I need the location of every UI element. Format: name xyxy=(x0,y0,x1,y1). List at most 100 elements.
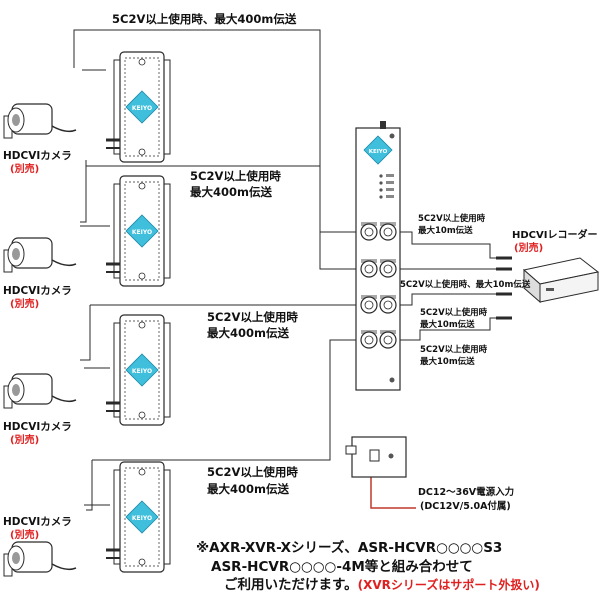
psu-cable-end xyxy=(345,445,357,455)
run-label-2-line2: 最大400m伝送 xyxy=(190,185,272,199)
short-run-1 xyxy=(396,231,510,259)
short-run-4-line2: 最大10m伝送 xyxy=(420,357,475,367)
transmitter-4: KEIYO xyxy=(106,461,171,573)
run-label-4-line1: 5C2V以上使用時 xyxy=(207,465,298,479)
cable-run-4-down xyxy=(86,460,93,511)
power-supply-unit xyxy=(345,436,407,478)
bnc-port-inner xyxy=(364,300,374,310)
short-run-1-line1: 5C2V以上使用時 xyxy=(418,214,486,224)
keiyo-logo-icon xyxy=(125,214,159,248)
short-run-1-line2: 最大10m伝送 xyxy=(418,226,473,236)
top-run-label: 5C2V以上使用時、最大400m伝送 xyxy=(112,12,297,26)
camera-2-name: HDCVIカメラ xyxy=(3,285,72,297)
screw-hole xyxy=(138,321,146,329)
led-label-mark xyxy=(386,181,394,184)
power-label-line1: DC12～36V電源入力 xyxy=(418,487,515,498)
camera-3 xyxy=(3,373,77,409)
bnc-port-inner xyxy=(383,300,393,310)
cable-run-3-down xyxy=(80,305,91,361)
keiyo-logo-icon xyxy=(125,500,159,534)
transmitter-inner xyxy=(124,320,160,420)
hub-screw-icon xyxy=(389,133,395,139)
screw-hole xyxy=(138,272,146,280)
bnc-port-inner xyxy=(364,335,374,345)
camera-lens-glass xyxy=(12,384,20,396)
keiyo-logo-text: KEIYO xyxy=(132,515,152,522)
note-line2: ASR-HCVR○○○○-4M等と組み合わせて xyxy=(211,559,473,575)
short-run-2-line1: 5C2V以上使用時、最大10m伝送 xyxy=(400,280,531,290)
short-run-3-line1: 5C2V以上使用時 xyxy=(420,308,488,318)
cable-run-2 xyxy=(86,165,361,270)
camera-1-name: HDCVIカメラ xyxy=(3,150,72,162)
recorder-led xyxy=(546,288,554,291)
power-label-line2: (DC12V/5.0A付属) xyxy=(420,501,511,512)
screw-hole xyxy=(138,148,146,156)
camera-cable xyxy=(51,563,77,571)
camera-1 xyxy=(3,103,77,139)
status-led-icon xyxy=(379,188,383,192)
camera-4-separate: (別売) xyxy=(10,530,40,541)
short-run-3 xyxy=(396,293,510,306)
camera-2-separate: (別売) xyxy=(10,299,40,310)
camera-3-name: HDCVIカメラ xyxy=(3,421,72,433)
camera-3-separate: (別売) xyxy=(10,435,40,446)
receiver-hub: KEIYO xyxy=(355,121,401,391)
screw-hole xyxy=(138,468,146,476)
screw-hole xyxy=(138,411,146,419)
camera-lens-glass xyxy=(12,552,20,564)
bnc-port-inner xyxy=(364,264,374,274)
run-label-4-line2: 最大400m伝送 xyxy=(207,482,289,496)
transmitter-inner xyxy=(124,467,160,567)
transmitter-inner xyxy=(124,181,160,281)
camera-lens-glass xyxy=(12,248,20,260)
keiyo-logo-icon xyxy=(125,90,159,124)
note-line3-red: (XVRシリーズはサポート外扱い) xyxy=(357,578,540,592)
bnc-port-inner xyxy=(383,227,393,237)
keiyo-logo-text: KEIYO xyxy=(132,368,152,375)
status-led-icon xyxy=(379,174,383,178)
recorder-name: HDCVIレコーダー xyxy=(512,230,598,241)
keiyo-logo-text: KEIYO xyxy=(132,229,152,236)
led-label-mark xyxy=(386,195,394,198)
short-run-4-line1: 5C2V以上使用時 xyxy=(420,345,488,355)
keiyo-logo-text: KEIYO xyxy=(132,105,152,112)
psu-dc-jack-icon xyxy=(369,449,380,462)
hub-screw-icon xyxy=(389,377,395,383)
short-run-4 xyxy=(396,317,510,341)
cable-run-1 xyxy=(73,29,361,233)
recorder-front xyxy=(539,271,599,303)
hub-top-connector xyxy=(380,121,386,129)
camera-2 xyxy=(3,237,77,273)
short-run-3-line2: 最大10m伝送 xyxy=(420,320,475,330)
bnc-port-inner xyxy=(383,335,393,345)
hub-logo-text: KEIYO xyxy=(369,149,388,155)
bnc-port-inner xyxy=(364,227,374,237)
screw-hole xyxy=(138,558,146,566)
cable-run-4 xyxy=(92,339,361,461)
run-label-2-line1: 5C2V以上使用時 xyxy=(190,169,281,183)
keiyo-logo-icon xyxy=(125,353,159,387)
recorder-device xyxy=(522,257,600,304)
status-led-icon xyxy=(379,181,383,185)
camera-cable xyxy=(51,395,77,403)
led-label-mark xyxy=(386,174,394,177)
transmitter-1: KEIYO xyxy=(106,51,171,163)
run-label-3-line2: 最大400m伝送 xyxy=(207,326,289,340)
screw-hole xyxy=(138,182,146,190)
camera-4-name: HDCVIカメラ xyxy=(3,516,72,528)
bnc-port-inner xyxy=(383,264,393,274)
run-label-3-line1: 5C2V以上使用時 xyxy=(207,310,298,324)
status-led-icon xyxy=(379,195,383,199)
note-line1: ※AXR-XVR-Xシリーズ、ASR-HCVR○○○○S3 xyxy=(196,540,503,556)
camera-cable xyxy=(51,125,77,133)
psu-led-icon xyxy=(388,453,394,459)
camera-1-separate: (別売) xyxy=(10,164,40,175)
transmitter-inner xyxy=(124,57,160,157)
recorder-separate: (別売) xyxy=(514,243,544,254)
camera-4 xyxy=(3,541,77,577)
note-line3: ご利用いただけます。 xyxy=(224,577,358,593)
led-label-mark xyxy=(386,188,394,191)
transmitter-3: KEIYO xyxy=(106,314,171,426)
camera-cable xyxy=(51,259,77,267)
